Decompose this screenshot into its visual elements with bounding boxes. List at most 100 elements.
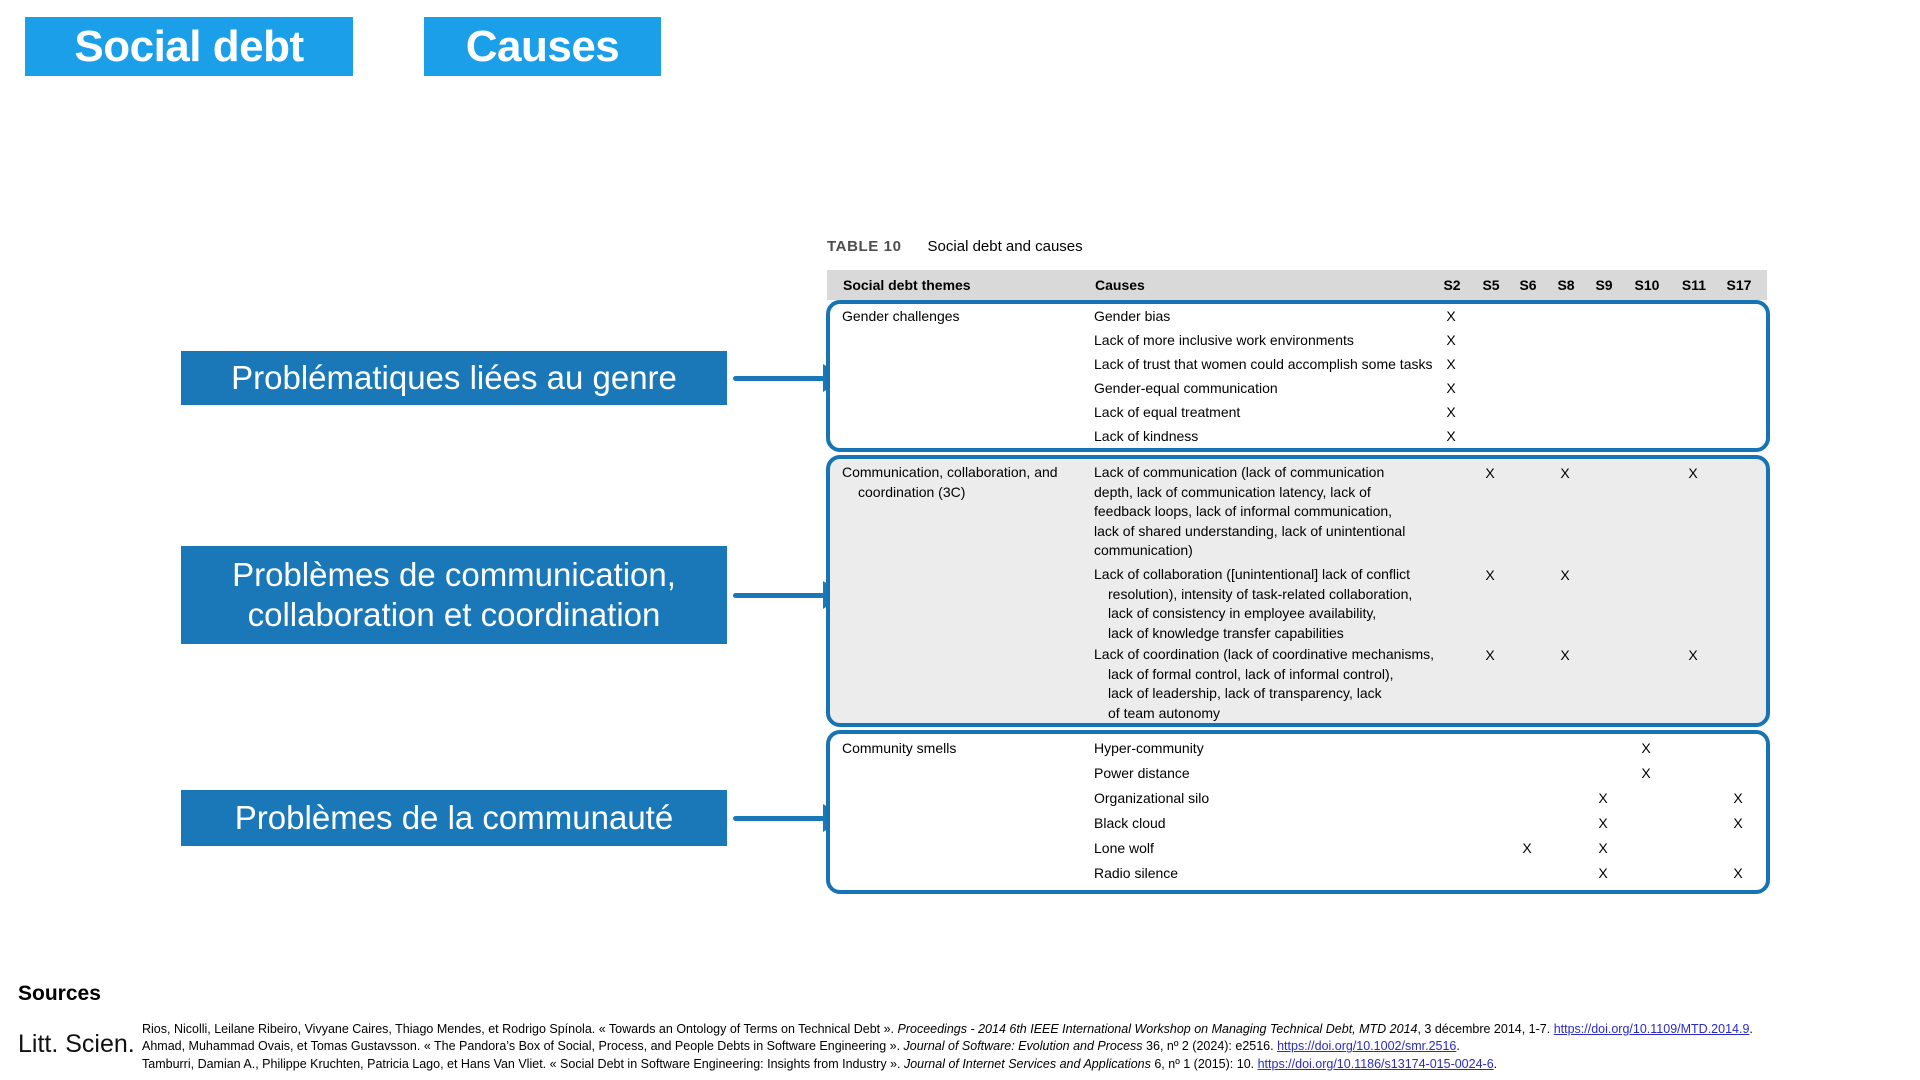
annotation-label-genre: Problématiques liées au genre bbox=[181, 351, 727, 405]
x-mark: X bbox=[1598, 815, 1608, 831]
table-row: Lone wolf X X bbox=[830, 836, 1766, 861]
column-header-s6: S6 bbox=[1519, 277, 1537, 293]
table-title: TABLE 10 Social debt and causes bbox=[827, 238, 1083, 255]
arrow-shaft bbox=[733, 376, 825, 381]
table-row: Black cloud X X bbox=[830, 811, 1766, 836]
citation-journal: Journal of Software: Evolution and Proce… bbox=[903, 1039, 1143, 1054]
x-mark: X bbox=[1485, 647, 1495, 663]
citation-text: . bbox=[1456, 1039, 1460, 1054]
x-mark: X bbox=[1598, 790, 1608, 806]
x-mark: X bbox=[1485, 465, 1495, 481]
cause-text: Lack of coordination (lack of coordinati… bbox=[1094, 646, 1435, 721]
x-mark: X bbox=[1522, 840, 1532, 856]
citation: Tamburri, Damian A., Philippe Kruchten, … bbox=[142, 1056, 1902, 1073]
citation-link[interactable]: https://doi.org/10.1002/smr.2516 bbox=[1277, 1039, 1457, 1054]
arrow-shaft bbox=[733, 593, 825, 598]
badge-causes: Causes bbox=[424, 17, 661, 76]
table-row: Lack of equal treatment X bbox=[830, 400, 1766, 424]
x-mark: X bbox=[1560, 567, 1570, 583]
table-row: Radio silence X X bbox=[830, 861, 1766, 886]
cause-text: Gender bias bbox=[1094, 308, 1171, 324]
citation-text: Rios, Nicolli, Leilane Ribeiro, Vivyane … bbox=[142, 1022, 898, 1036]
x-mark: X bbox=[1641, 765, 1651, 781]
cause-text: Lack of trust that women could accomplis… bbox=[1094, 356, 1433, 372]
citation-journal: Journal of Internet Services and Applica… bbox=[903, 1056, 1151, 1071]
x-mark: X bbox=[1446, 380, 1456, 396]
table-header-row: Social debt themes Causes S2 S5 S6 S8 S9… bbox=[827, 270, 1767, 300]
x-mark: X bbox=[1446, 332, 1456, 348]
x-mark: X bbox=[1598, 840, 1608, 856]
table-row: Lack of more inclusive work environments… bbox=[830, 328, 1766, 352]
cause-text: Hyper-community bbox=[1094, 740, 1204, 756]
citation-text: Ahmad, Muhammad Ovais, et Tomas Gustavss… bbox=[142, 1039, 904, 1054]
cause-text: Lack of more inclusive work environments bbox=[1094, 332, 1354, 348]
table-row: Organizational silo X X bbox=[830, 786, 1766, 811]
citation: Rios, Nicolli, Leilane Ribeiro, Vivyane … bbox=[142, 1021, 1902, 1038]
cause-text: Lone wolf bbox=[1094, 840, 1154, 856]
citation: Ahmad, Muhammad Ovais, et Tomas Gustavss… bbox=[142, 1038, 1902, 1055]
citation-text: 36, nº 2 (2024): e2516. bbox=[1142, 1039, 1278, 1054]
annotation-label-community: Problèmes de la communauté bbox=[181, 790, 727, 846]
citation-journal: Proceedings - 2014 6th IEEE Internationa… bbox=[897, 1022, 1418, 1036]
x-mark: X bbox=[1733, 790, 1743, 806]
cause-text: Power distance bbox=[1094, 765, 1190, 781]
column-header-s10: S10 bbox=[1634, 277, 1660, 293]
x-mark: X bbox=[1688, 647, 1698, 663]
cause-text: Black cloud bbox=[1094, 815, 1166, 831]
citation-link[interactable]: https://doi.org/10.1109/MTD.2014.9 bbox=[1553, 1022, 1750, 1036]
x-mark: X bbox=[1446, 308, 1456, 324]
cause-text: Lack of kindness bbox=[1094, 428, 1199, 444]
column-header-s5: S5 bbox=[1482, 277, 1500, 293]
citations-list: Rios, Nicolli, Leilane Ribeiro, Vivyane … bbox=[142, 1021, 1902, 1073]
sources-label: Litt. Scien. bbox=[18, 1030, 135, 1058]
cause-text: Organizational silo bbox=[1094, 790, 1210, 806]
x-mark: X bbox=[1560, 647, 1570, 663]
sources-heading: Sources bbox=[18, 982, 101, 1005]
x-mark: X bbox=[1485, 567, 1495, 583]
section-box-gender-challenges: Gender challenges Gender bias X Lack of … bbox=[826, 300, 1770, 452]
x-mark: X bbox=[1733, 815, 1743, 831]
table-row: Lack of trust that women could accomplis… bbox=[830, 352, 1766, 376]
citation-text: Tamburri, Damian A., Philippe Kruchten, … bbox=[142, 1056, 904, 1071]
x-mark: X bbox=[1446, 428, 1456, 444]
column-header-s8: S8 bbox=[1557, 277, 1575, 293]
theme-text: Communication, collaboration, and coordi… bbox=[842, 464, 1058, 500]
section-box-3c: Communication, collaboration, and coordi… bbox=[826, 455, 1770, 727]
theme-text: Community smells bbox=[842, 740, 957, 756]
column-header-s11: S11 bbox=[1681, 277, 1707, 293]
cause-text: Lack of communication (lack of communica… bbox=[1094, 464, 1406, 558]
cause-text: Lack of equal treatment bbox=[1094, 404, 1241, 420]
column-header-causes: Causes bbox=[1095, 277, 1145, 293]
table-row: Community smells Hyper-community X bbox=[830, 736, 1766, 761]
theme-text: Gender challenges bbox=[842, 308, 960, 324]
x-mark: X bbox=[1446, 404, 1456, 420]
x-mark: X bbox=[1446, 356, 1456, 372]
column-header-s9: S9 bbox=[1595, 277, 1613, 293]
x-mark: X bbox=[1688, 465, 1698, 481]
column-header-s17: S17 bbox=[1726, 277, 1752, 293]
x-mark: X bbox=[1733, 865, 1743, 881]
column-header-themes: Social debt themes bbox=[843, 277, 971, 293]
citation-link[interactable]: https://doi.org/10.1186/s13174-015-0024-… bbox=[1257, 1056, 1494, 1071]
table-caption: Social debt and causes bbox=[927, 238, 1083, 255]
table-row: Lack of kindness X bbox=[830, 424, 1766, 448]
x-mark: X bbox=[1560, 465, 1570, 481]
badge-social-debt: Social debt bbox=[25, 17, 353, 76]
table-row: Power distance X bbox=[830, 761, 1766, 786]
arrow-shaft bbox=[733, 816, 825, 821]
citation-text: . bbox=[1749, 1022, 1753, 1036]
x-mark: X bbox=[1641, 740, 1651, 756]
table-tag: TABLE 10 bbox=[827, 238, 902, 255]
citation-text: . bbox=[1493, 1056, 1498, 1071]
citation-text: , 3 décembre 2014, 1-7. bbox=[1417, 1022, 1554, 1036]
cause-text: Lack of collaboration ([unintentional] l… bbox=[1094, 566, 1413, 641]
section-box-community-smells: Community smells Hyper-community X Power… bbox=[826, 730, 1770, 894]
annotation-label-3c: Problèmes de communication, collaboratio… bbox=[181, 546, 727, 644]
citation-text: 6, nº 1 (2015): 10. bbox=[1150, 1056, 1258, 1071]
table-row: Gender challenges Gender bias X bbox=[830, 304, 1766, 328]
cause-text: Radio silence bbox=[1094, 865, 1179, 881]
x-mark: X bbox=[1598, 865, 1608, 881]
table-row: Gender-equal communication X bbox=[830, 376, 1766, 400]
cause-text: Gender-equal communication bbox=[1094, 380, 1278, 396]
column-header-s2: S2 bbox=[1443, 277, 1461, 293]
